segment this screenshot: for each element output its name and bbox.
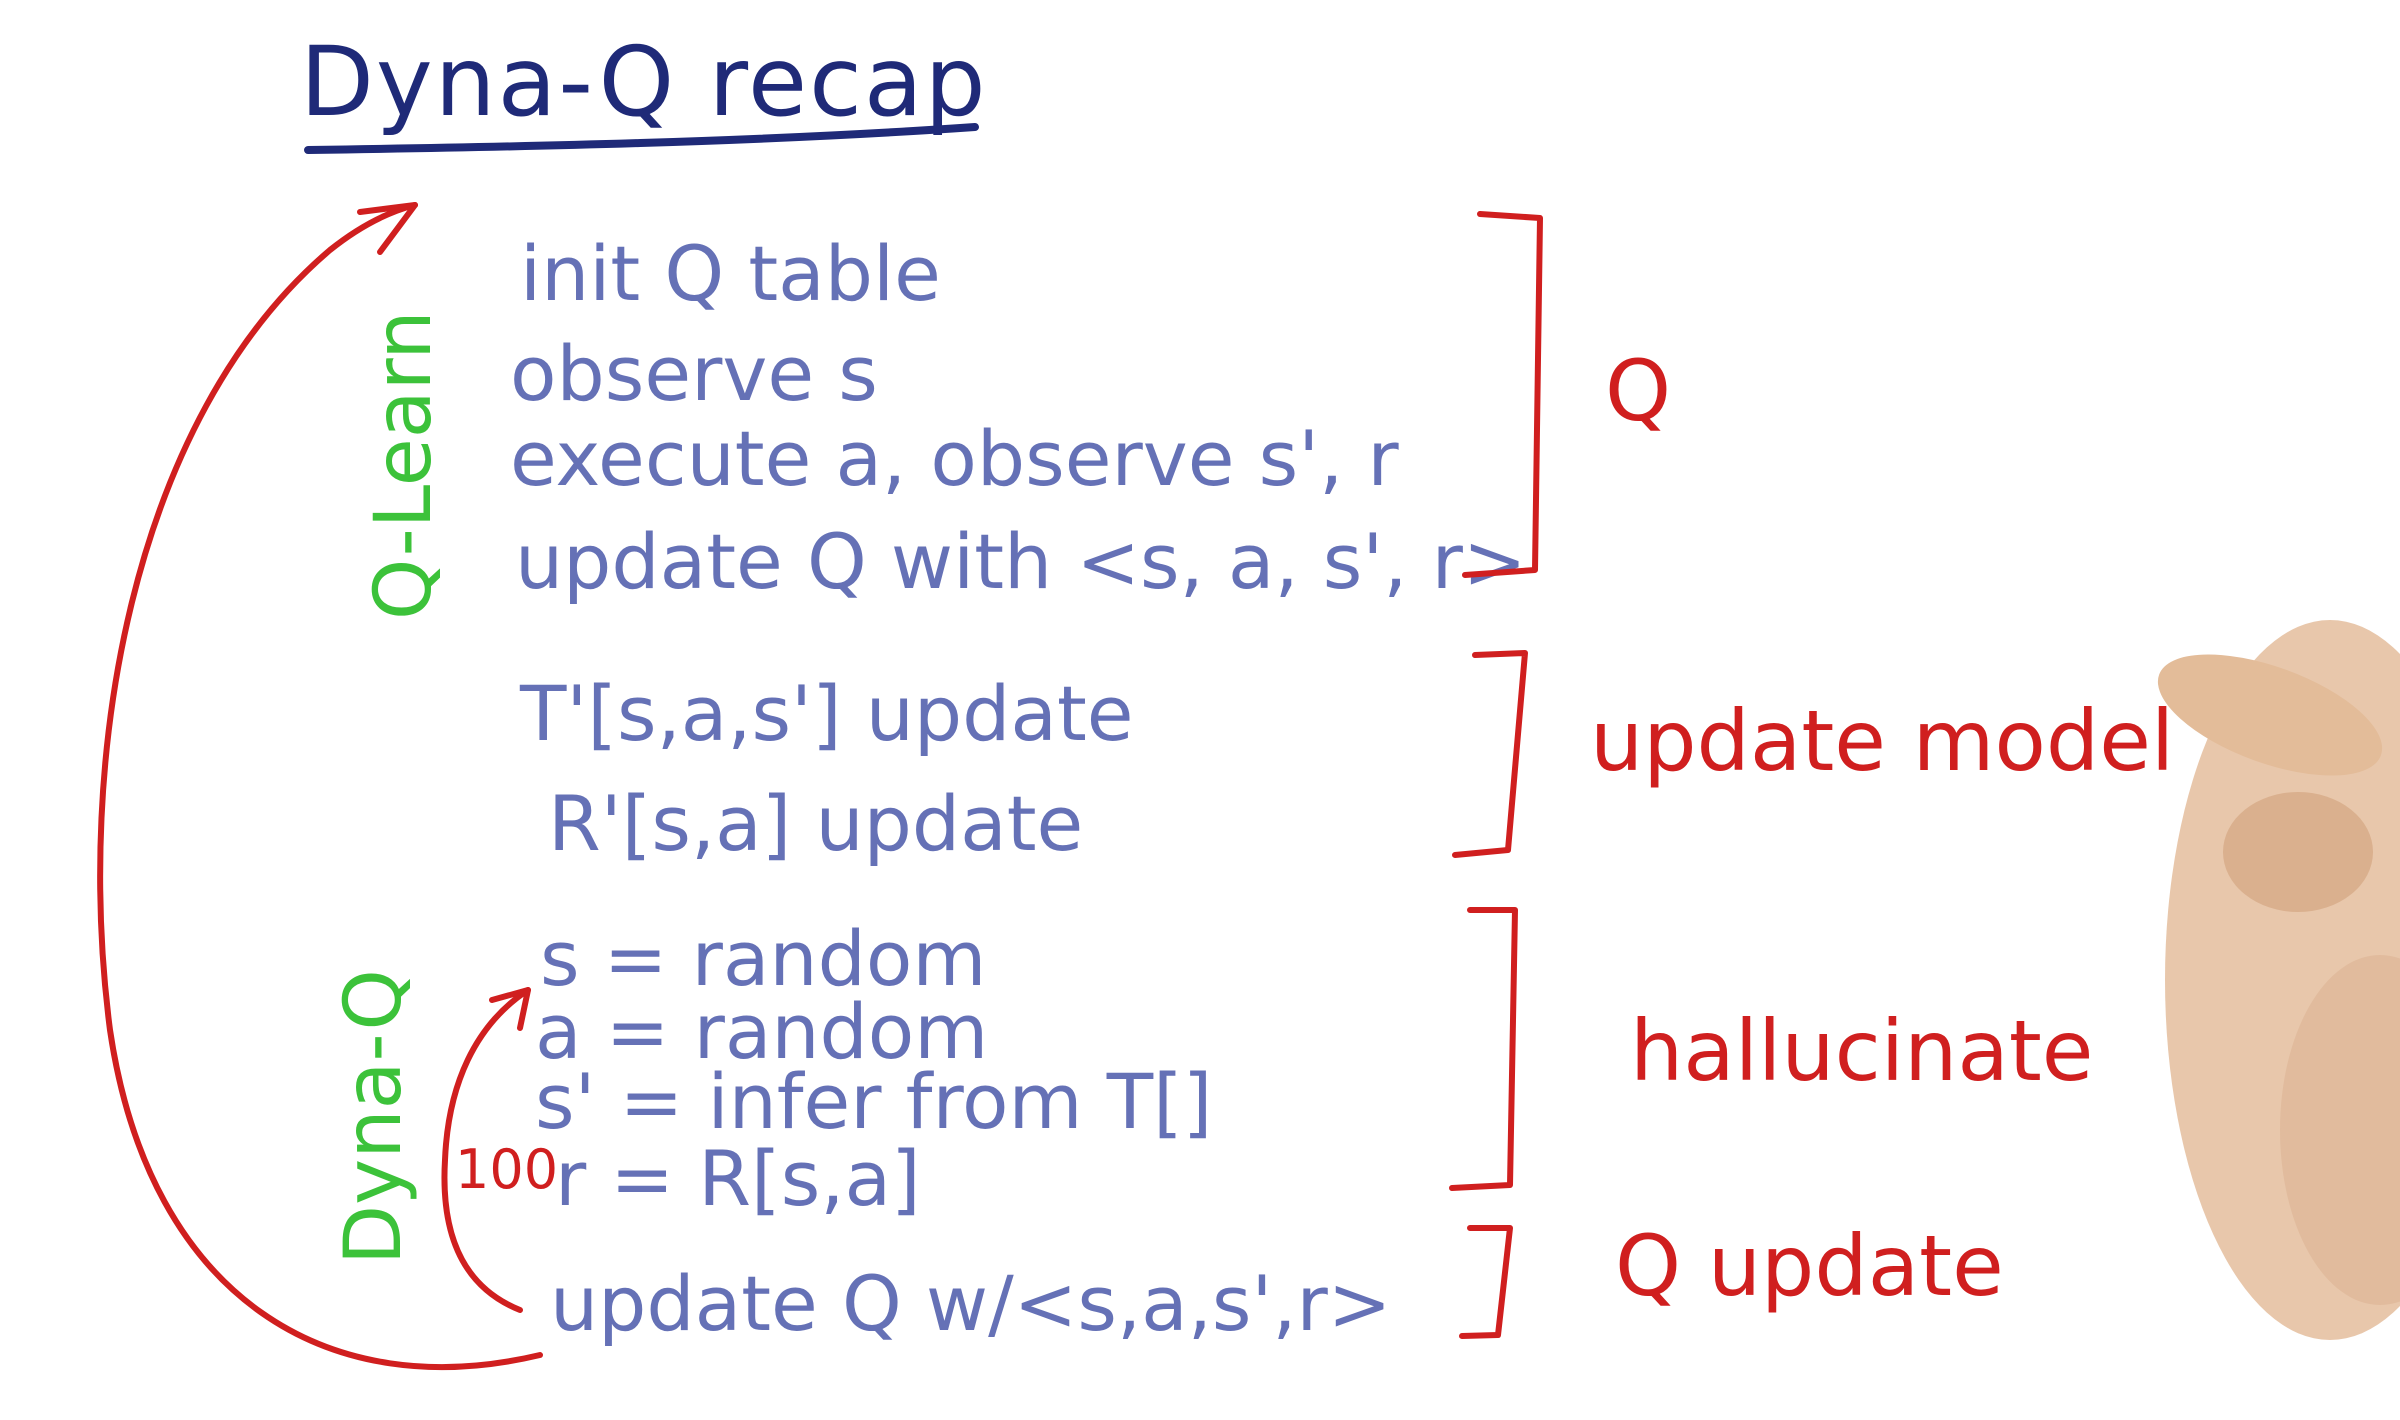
bracket-update-model [1452, 650, 1528, 858]
step-r-assign: r = R[s,a] [555, 1134, 921, 1223]
bracket-hallucinate [1449, 907, 1518, 1191]
hand-palm [2165, 620, 2400, 1340]
step-q-update-final: update Q w/<s,a,s',r> [550, 1259, 1391, 1348]
dyna-q-label: Dyna-Q [329, 969, 419, 1265]
inner-loop-arrow [441, 987, 531, 1313]
bracket-label-hallucinate: hallucinate [1630, 1002, 2093, 1100]
q-learn-label: Q-Learn [359, 310, 449, 620]
bracket-q [1462, 211, 1543, 578]
step-execute: execute a, observe s', r [510, 414, 1399, 503]
outer-loop-arrow [97, 202, 543, 1370]
bracket-label-q-update: Q update [1615, 1217, 2004, 1315]
step-observe: observe s [510, 329, 878, 418]
hand-knuckle [2223, 792, 2373, 912]
step-t-update: T'[s,a,s'] update [519, 669, 1134, 758]
hand-image [2157, 620, 2400, 1340]
outer-loop-arrowhead [357, 202, 418, 255]
step-r-update: R'[s,a] update [548, 779, 1083, 868]
step-update-q: update Q with <s, a, s', r> [515, 517, 1527, 606]
loop-count: 100 [455, 1138, 558, 1201]
title-underline [304, 123, 979, 154]
step-a-random: a = random [535, 987, 988, 1076]
bracket-q-update [1459, 1225, 1513, 1339]
step-s-random: s = random [540, 914, 986, 1003]
step-s-prime: s' = infer from T[] [535, 1057, 1212, 1146]
bracket-label-update-model: update model [1590, 692, 2174, 790]
title: Dyna-Q recap [300, 26, 988, 138]
inner-loop-arrowhead [489, 987, 531, 1031]
bracket-label-q: Q [1605, 342, 1671, 440]
hand-finger [2157, 654, 2383, 776]
hand-shadow [2280, 955, 2400, 1305]
step-init: init Q table [520, 229, 941, 318]
